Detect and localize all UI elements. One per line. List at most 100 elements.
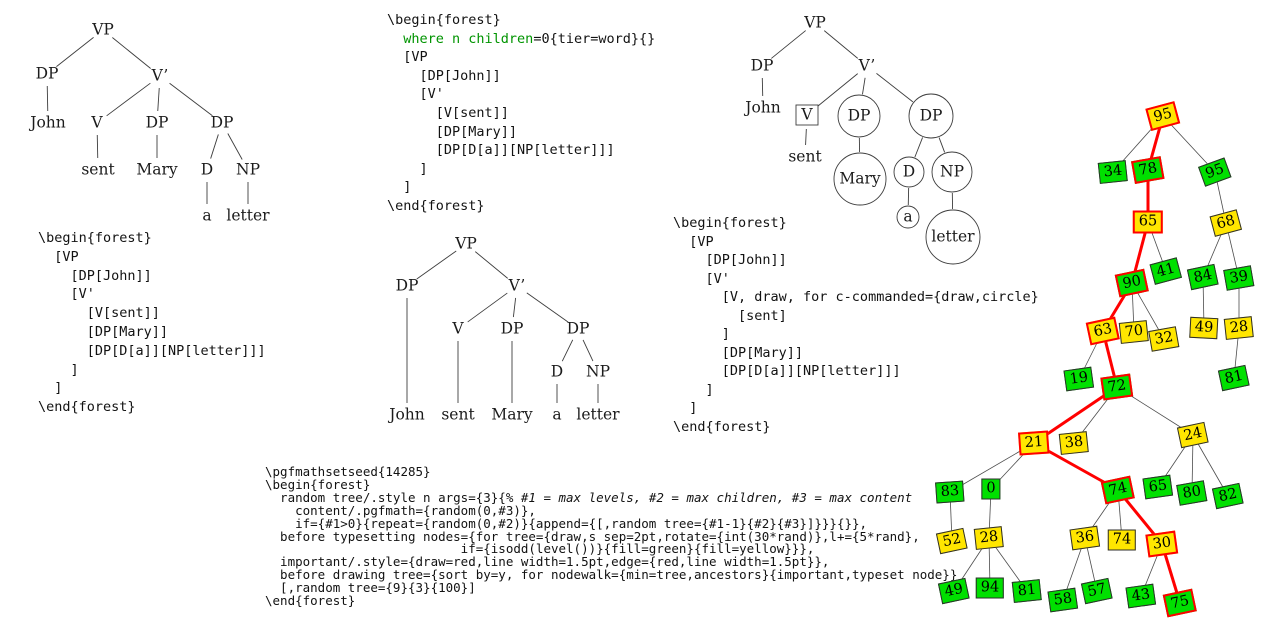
tree-node-label: DP: [145, 113, 169, 132]
random-tree-node: 38: [1058, 431, 1090, 455]
tree-branch: [210, 134, 219, 159]
code-line: if={#1>0}{repeat={random(0,#2)}{append={…: [265, 515, 957, 531]
tree-node-label: VP: [455, 234, 477, 253]
node-circle-outline: [925, 209, 981, 265]
random-tree-node: 94: [975, 577, 1005, 599]
code-line: [DP[John]]: [38, 267, 266, 286]
tree-node-label: V’: [508, 276, 526, 295]
code-segment: if={#1>0}{repeat={random(0,#2)}{append={…: [265, 515, 868, 531]
code-line: ]: [673, 325, 1039, 344]
node-circle-outline: [908, 93, 954, 139]
code-segment: [DP[John]]: [38, 267, 152, 284]
tree-branch: [112, 37, 151, 69]
tree-node-label: sent: [788, 147, 822, 166]
code-segment: [DP[Mary]]: [673, 344, 804, 361]
code-line: ]: [673, 399, 1039, 418]
tree-node-label: V: [801, 105, 813, 124]
code-segment: [VP: [673, 233, 714, 250]
code-segment: [sent]: [673, 307, 787, 324]
random-tree-node: 74: [1107, 529, 1137, 551]
node-box-outline: [795, 104, 819, 126]
tree-node-label: DP: [847, 106, 871, 125]
random-tree-node: 28: [973, 526, 1005, 550]
tree-branch: [157, 87, 160, 112]
code-line: where n children=0{tier=word}{}: [387, 30, 655, 49]
code-line: \begin{forest}: [265, 478, 957, 492]
tree-branch: [169, 82, 213, 117]
code-segment: [387, 31, 403, 47]
random-tree-node: 21: [1018, 430, 1050, 456]
tree-node-label: D: [550, 362, 564, 381]
code-line: [DP[Mary]]: [387, 123, 655, 142]
node-circle-outline: [833, 152, 887, 206]
code-segment: [DP[D[a]][NP[letter]]]: [673, 363, 901, 379]
code-line: before drawing tree={sort by=y, for node…: [265, 568, 957, 582]
code-line: before typesetting nodes={for tree={draw…: [265, 528, 957, 544]
code-line: [DP[D[a]][NP[letter]]]: [38, 342, 266, 361]
code-segment: \end{forest}: [265, 593, 356, 609]
code-segment: \begin{forest}: [38, 230, 152, 246]
tree-branch: [227, 133, 243, 160]
code-line: content/.pgfmath={random(0,#3)},: [265, 504, 957, 518]
code-segment: before typesetting nodes={for tree={draw…: [265, 528, 920, 544]
code-line: [DP[John]]: [673, 251, 1039, 270]
code-segment: [DP[D[a]][NP[letter]]]: [387, 142, 615, 159]
code-segment: [DP[John]]: [673, 252, 787, 268]
code-segment: random tree/.style n args={3}{: [265, 489, 506, 505]
tree-branch: [474, 251, 509, 279]
tree-node-label: VP: [804, 13, 826, 32]
code-segment: [VP: [387, 49, 428, 66]
tree-node-label: letter: [931, 227, 975, 246]
code-line: \end{forest}: [265, 593, 957, 609]
random-tree-node: 83: [935, 480, 965, 504]
tree-node-label: D: [200, 160, 214, 179]
tree-branch: [771, 30, 806, 59]
code-segment: \begin{forest}: [673, 215, 787, 231]
code-line: random tree/.style n args={3}{% #1 = max…: [265, 489, 957, 505]
code-segment: ]: [673, 400, 698, 416]
code-segment: ]: [673, 326, 730, 342]
code-segment: [DP[Mary]]: [387, 123, 518, 140]
tree-node-label: DP: [500, 319, 524, 338]
tree-node-label: DP: [35, 64, 59, 83]
tree-node-label: NP: [236, 160, 260, 179]
node-circle-outline: [896, 205, 920, 229]
code-line: [DP[Mary]]: [38, 323, 266, 342]
code-line: \end{forest}: [387, 197, 655, 216]
syntax-tree-edges: [46, 30, 954, 403]
random-tree-node: 81: [1011, 579, 1043, 603]
code-segment: [V': [673, 270, 730, 287]
tree-node-label: DP: [566, 319, 590, 338]
code-line: [V': [673, 270, 1039, 289]
tree-node-label: Mary: [839, 169, 881, 188]
forest-random-tree-code: \pgfmathsetseed{14285}\begin{forest} ran…: [265, 465, 957, 609]
code-line: if={isodd(level())}{fill=green}{fill=yel…: [265, 541, 957, 557]
random-tree-node: 34: [1097, 160, 1129, 184]
code-segment: if={isodd(level())}{fill=green}{fill=yel…: [265, 541, 815, 557]
node-circle-outline: [837, 94, 881, 138]
tree-node-label: a: [552, 405, 562, 424]
syntax-tree-node-shapes: [795, 93, 981, 265]
code-segment: important/.style={draw=red,line width=1.…: [265, 554, 830, 570]
tree-node-label: letter: [226, 206, 270, 225]
code-segment: ]: [673, 381, 714, 398]
code-segment: [V[sent]]: [387, 104, 509, 121]
tree-node-label: John: [30, 113, 66, 132]
random-tree-node: 36: [1069, 525, 1101, 551]
tree-node-label: Mary: [136, 160, 178, 179]
random-tree-node: 28: [1223, 316, 1255, 340]
code-segment: \end{forest}: [387, 197, 485, 214]
code-line: important/.style={draw=red,line width=1.…: [265, 554, 957, 570]
code-line: \begin{forest}: [673, 214, 1039, 233]
tree-branch: [914, 137, 924, 158]
random-tree-node: 49: [1189, 316, 1219, 340]
code-line: [V[sent]]: [38, 304, 266, 323]
code-segment: [,random tree={9}{3}{100}]: [265, 580, 476, 596]
code-segment: [V[sent]]: [38, 305, 160, 322]
tree-branch: [823, 30, 859, 59]
tree-branch: [467, 292, 508, 323]
tree-node-label: DP: [210, 113, 234, 132]
tree-node-label: DP: [395, 276, 419, 295]
code-segment: [DP[John]]: [387, 67, 501, 84]
